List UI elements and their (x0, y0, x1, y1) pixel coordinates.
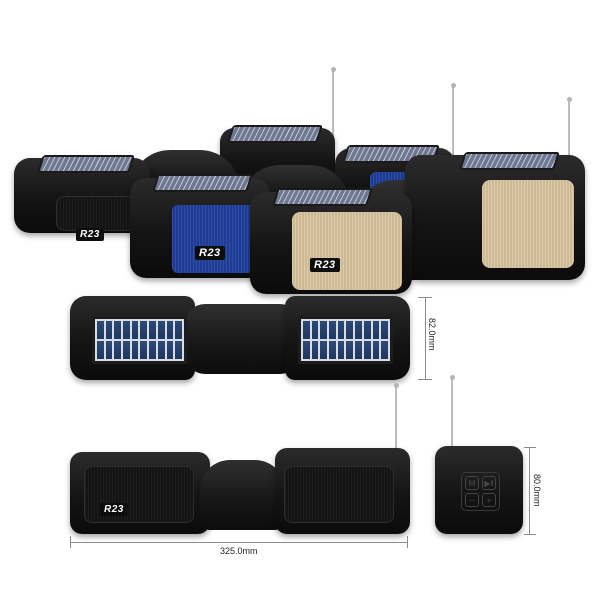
solar-panel (37, 155, 135, 173)
model-logo: R23 (195, 246, 225, 260)
antenna (566, 97, 572, 172)
solar-panel (459, 152, 560, 170)
speaker-grille (482, 180, 574, 268)
length-label: 325.0mm (220, 546, 258, 556)
speaker-grille (284, 466, 394, 523)
solar-panel (152, 174, 253, 192)
speaker-grille (292, 212, 402, 290)
height-label: 80.0mm (532, 474, 542, 507)
solar-panel (272, 188, 373, 206)
control-buttons: M ▶‖ − + (461, 472, 500, 511)
model-logo: R23 (76, 228, 104, 241)
solar-panel (227, 125, 323, 143)
model-logo: R23 (100, 503, 128, 516)
antenna (450, 83, 456, 158)
antenna (449, 375, 455, 446)
plus-icon[interactable]: + (482, 493, 496, 507)
antenna (393, 383, 399, 456)
model-logo: R23 (310, 258, 340, 272)
play-pause-icon[interactable]: ▶‖ (482, 476, 496, 490)
solar-panel (92, 316, 187, 364)
minus-icon[interactable]: − (465, 493, 479, 507)
solar-panel (298, 316, 393, 364)
depth-label: 82.0mm (427, 318, 437, 351)
mode-icon[interactable]: M (465, 476, 479, 490)
antenna (330, 67, 336, 142)
